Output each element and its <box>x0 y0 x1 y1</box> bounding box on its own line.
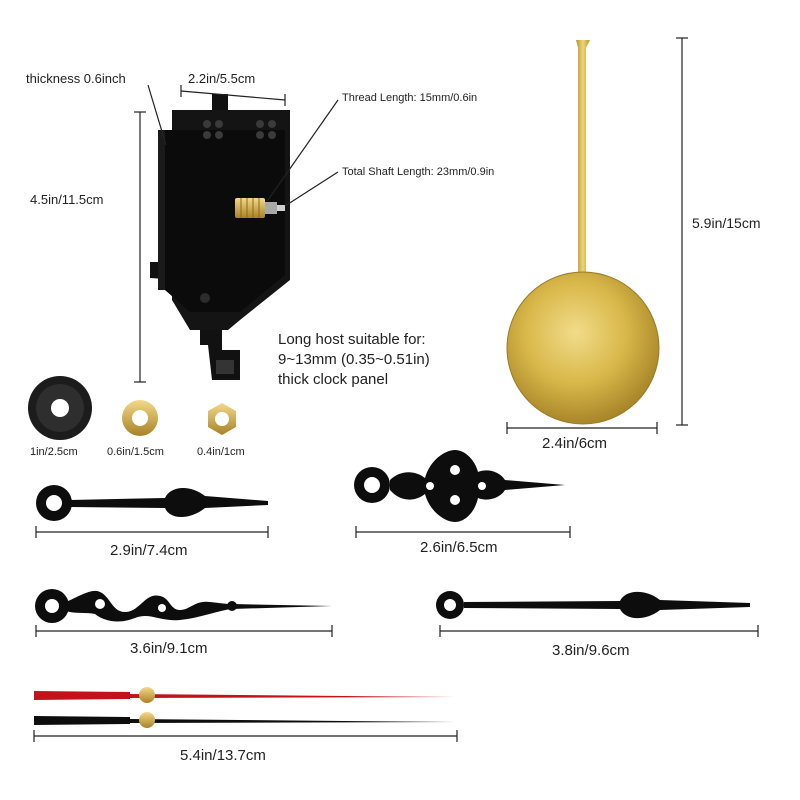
shaft <box>235 198 285 218</box>
hex-nut <box>208 403 236 435</box>
pendulum-length-label: 5.9in/15cm <box>692 215 761 231</box>
second-hands-size-label: 5.4in/13.7cm <box>180 747 266 764</box>
red-second-hand <box>34 687 455 703</box>
second-hands-dimension <box>33 730 458 742</box>
description-line-2: 9~13mm (0.35~0.51in) <box>278 351 430 368</box>
hand-b-dimension <box>355 526 571 538</box>
hand-a <box>36 485 268 521</box>
movement-width-label: 2.2in/5.5cm <box>188 71 256 86</box>
pendulum-bob-width-label: 2.4in/6cm <box>542 435 608 452</box>
description-line-3: thick clock panel <box>278 371 389 388</box>
pendulum-dimension-lines <box>506 37 688 434</box>
movement-leaders <box>134 84 339 383</box>
hand-c-size-label: 3.6in/9.1cm <box>130 640 208 657</box>
hand-a-dimension <box>35 526 269 538</box>
brass-washer <box>122 400 158 436</box>
hand-b <box>354 450 565 522</box>
hand-a-size-label: 2.9in/7.4cm <box>110 542 188 559</box>
hex-nut-size-label: 0.4in/1cm <box>197 446 245 458</box>
hand-d-size-label: 3.8in/9.6cm <box>552 642 630 659</box>
clock-movement <box>150 94 290 380</box>
rubber-washer <box>28 376 92 440</box>
hand-d-dimension <box>439 625 759 637</box>
brass-washer-size-label: 0.6in/1.5cm <box>107 446 164 458</box>
movement-height-label: 4.5in/11.5cm <box>30 192 104 207</box>
shaft-length-label: Total Shaft Length: 23mm/0.9in <box>342 166 495 178</box>
pendulum <box>506 40 660 425</box>
washer-size-label: 1in/2.5cm <box>30 446 78 458</box>
thickness-label: thickness 0.6inch <box>26 71 126 86</box>
thread-length-label: Thread Length: 15mm/0.6in <box>342 92 478 104</box>
black-second-hand <box>34 712 455 728</box>
description-line-1: Long host suitable for: <box>278 331 426 348</box>
hand-c-dimension <box>35 625 333 637</box>
hand-c <box>35 589 332 623</box>
hand-b-size-label: 2.6in/6.5cm <box>420 539 498 556</box>
panel-description: Long host suitable for: 9~13mm (0.35~0.5… <box>278 330 430 390</box>
hand-d <box>436 591 750 619</box>
